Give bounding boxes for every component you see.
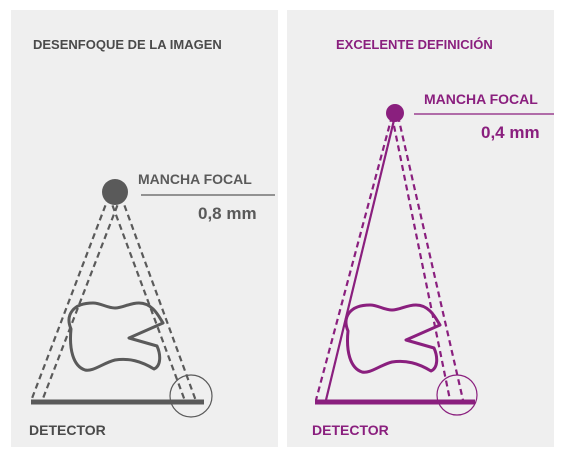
beam-line xyxy=(29,195,111,402)
beam-line xyxy=(396,115,465,401)
beam-line xyxy=(40,195,123,402)
blur-highlight-circle xyxy=(169,374,213,418)
x-ray-beams xyxy=(314,115,465,401)
panel-title: DESENFOQUE DE LA IMAGEN xyxy=(33,37,222,52)
focal-spot xyxy=(386,104,404,122)
definition-highlight-circle xyxy=(436,374,478,416)
focal-size: 0,8 mm xyxy=(198,204,257,223)
definition-diagram xyxy=(314,104,554,416)
focal-spot xyxy=(102,179,128,205)
blur-diagram xyxy=(29,179,275,418)
tooth-outline xyxy=(344,303,442,374)
beam-line xyxy=(107,195,187,402)
detector-label: DETECTOR xyxy=(29,422,106,438)
focal-label: MANCHA FOCAL xyxy=(424,91,538,107)
tooth-outline xyxy=(67,301,165,372)
beam-line xyxy=(119,195,198,402)
detector-label: DETECTOR xyxy=(312,422,389,438)
definition-panel: EXCELENTE DEFINICIÓN MANCHA FOCAL 0,4 mm… xyxy=(287,10,554,447)
panel-title: EXCELENTE DEFINICIÓN xyxy=(336,37,493,52)
beam-line xyxy=(390,115,452,401)
x-ray-beams xyxy=(29,195,198,402)
beam-line xyxy=(324,115,397,401)
focal-size: 0,4 mm xyxy=(481,123,540,142)
beam-line xyxy=(314,115,394,401)
focal-label: MANCHA FOCAL xyxy=(138,171,252,187)
blur-panel: DESENFOQUE DE LA IMAGEN MANCHA FOCAL 0,8… xyxy=(11,10,278,447)
